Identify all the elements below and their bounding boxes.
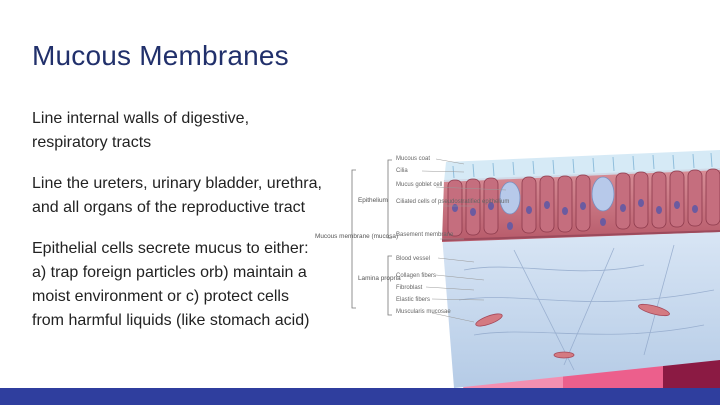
label-blood-vessel: Blood vessel xyxy=(396,256,430,262)
label-epithelium: Epithelium xyxy=(358,197,388,204)
label-basement-membrane: Basement membrane xyxy=(396,232,454,238)
mucous-membrane-illustration: Epithelium Lamina propria Mucous membran… xyxy=(314,150,720,390)
cilia xyxy=(452,152,713,179)
tissue-block xyxy=(441,150,720,388)
bullet-item: Line internal walls of digestive, respir… xyxy=(32,110,250,151)
bullet-list: Line internal walls of digestive, respir… xyxy=(32,107,322,350)
mucus-layer xyxy=(444,150,720,182)
label-lamina-propria: Lamina propria xyxy=(358,275,401,282)
bottom-bar xyxy=(0,388,720,405)
label-mucous-membrane: Mucous membrane (mucosa) xyxy=(315,233,398,240)
label-muscularis-mucosae: Muscularis mucosae xyxy=(396,309,451,315)
leader-lines xyxy=(421,158,507,323)
label-collagen-fibers: Collagen fibers xyxy=(396,273,436,279)
bullet-item: Epithelial cells secrete mucus to either… xyxy=(32,240,310,329)
basement-membrane xyxy=(441,230,720,241)
label-fibroblast: Fibroblast xyxy=(396,285,423,291)
bullet-item: Line the ureters, urinary bladder, ureth… xyxy=(32,175,322,216)
label-goblet-cell: Mucus goblet cell xyxy=(396,182,442,188)
histology-diagram: Epithelium Lamina propria Mucous membran… xyxy=(315,150,720,388)
label-mucous-coat: Mucous coat xyxy=(396,156,430,162)
label-ciliated-cells: Ciliated cells of pseudostratified epith… xyxy=(396,199,509,205)
slide-title: Mucous Membranes xyxy=(32,40,289,71)
group-brackets xyxy=(351,159,392,316)
label-elastic-fibers: Elastic fibers xyxy=(396,297,430,303)
label-cilia: Cilia xyxy=(396,168,408,174)
connective-tissue xyxy=(442,228,720,388)
collagen-fibers xyxy=(458,244,715,371)
blood-vessels xyxy=(475,303,670,359)
